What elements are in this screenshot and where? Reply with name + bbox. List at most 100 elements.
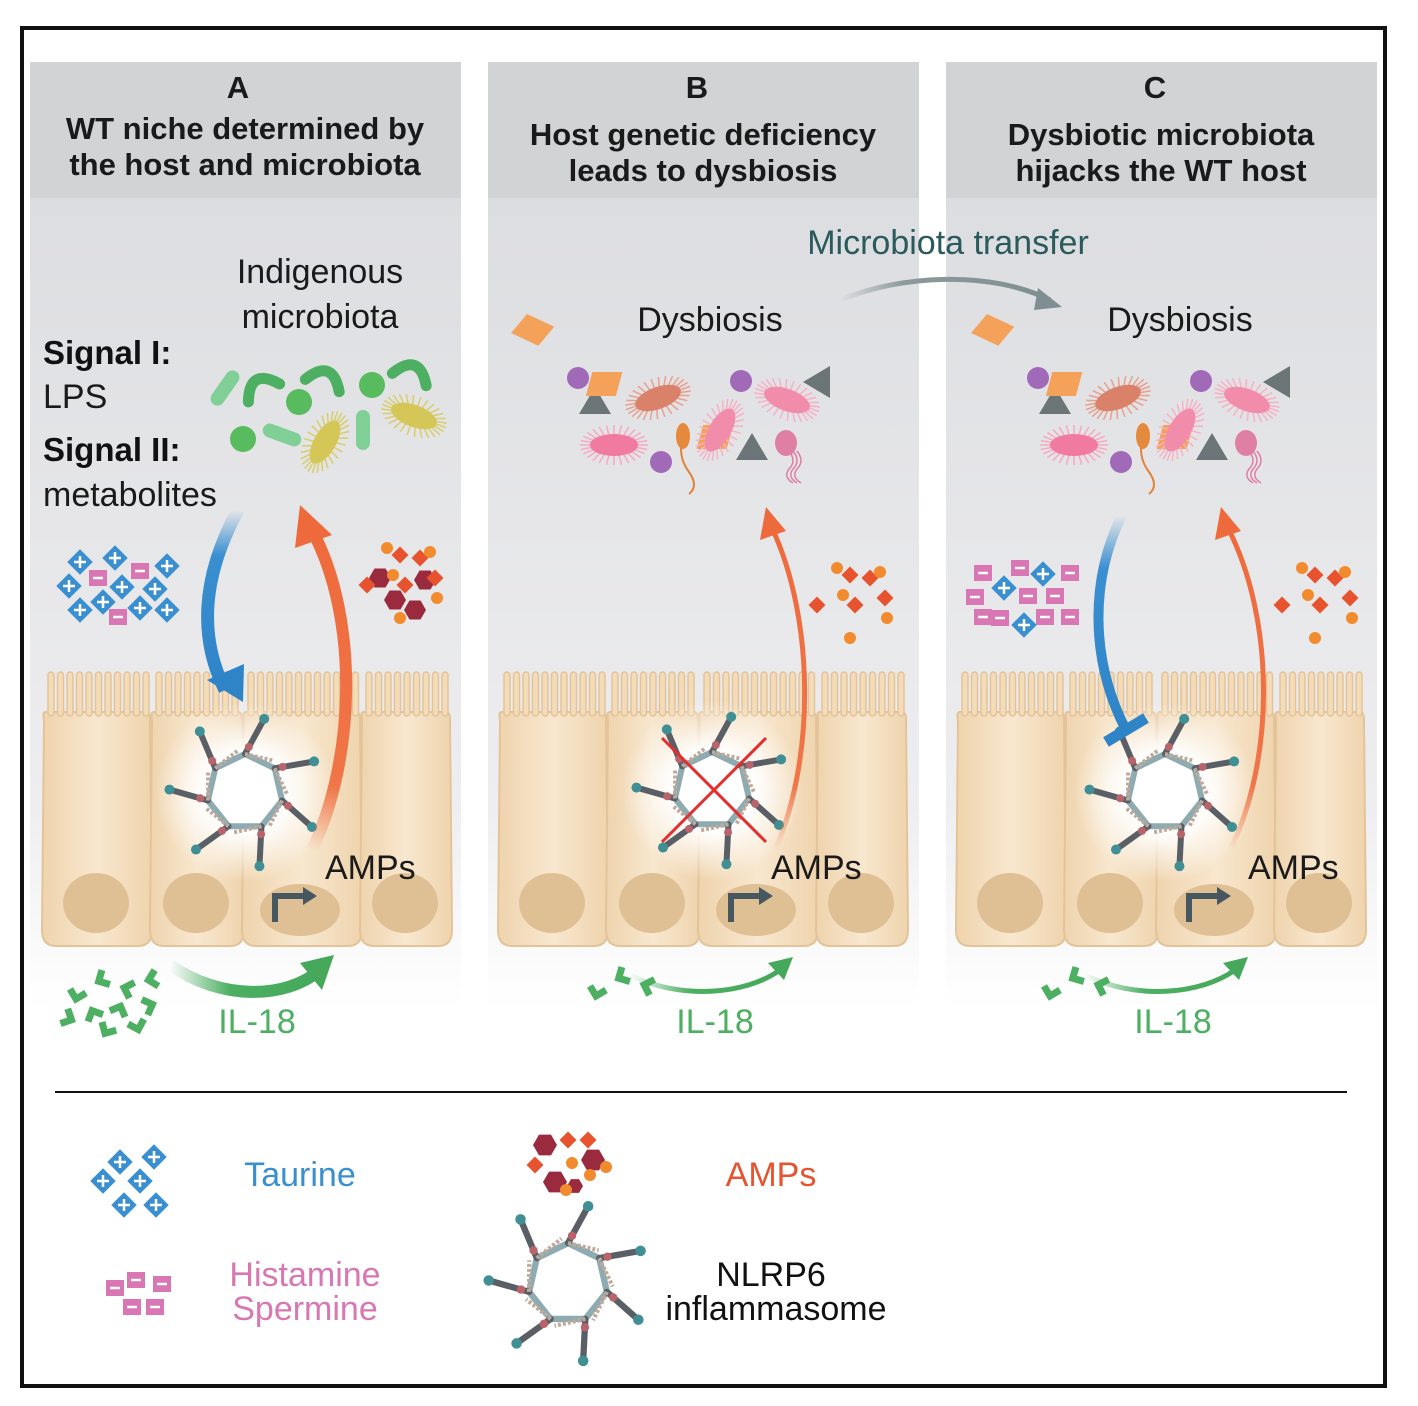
hair — [1138, 394, 1150, 397]
spoke-tail — [739, 765, 757, 795]
hair — [1136, 397, 1148, 402]
spoke-tail — [734, 797, 751, 827]
microvillus — [849, 671, 858, 717]
hair — [1137, 381, 1149, 390]
purple-coccus — [567, 367, 589, 389]
panel-a-title-line1: WT niche determined by — [66, 111, 425, 146]
glow — [155, 702, 335, 882]
hair — [778, 377, 782, 389]
hair — [583, 448, 595, 455]
hair — [733, 407, 744, 416]
microvillus — [560, 671, 568, 717]
hair — [1176, 447, 1179, 460]
hair — [1159, 426, 1170, 431]
microvillus — [313, 671, 322, 717]
triangle-microbe — [736, 433, 768, 460]
hair — [423, 427, 430, 439]
spoke-joint — [751, 799, 760, 808]
microvillus — [658, 671, 667, 717]
hair — [392, 394, 401, 405]
il18-molecule — [639, 976, 657, 997]
hair — [805, 396, 817, 401]
spoke-head — [254, 861, 265, 872]
microvillus — [750, 671, 759, 717]
microvillus — [155, 671, 163, 717]
hair — [304, 438, 315, 443]
plus — [97, 596, 109, 608]
diamond — [411, 549, 429, 567]
flagellated-bacterium — [300, 410, 350, 474]
spoke-joint — [724, 828, 733, 837]
nucleus — [619, 873, 685, 933]
hair — [1047, 450, 1058, 459]
coccus — [286, 389, 312, 415]
hair — [637, 385, 647, 394]
hair — [628, 394, 640, 399]
microvillus — [75, 671, 84, 717]
legend-nlrp6-icon — [483, 1200, 646, 1367]
spoke-head — [1229, 756, 1240, 767]
hair — [307, 431, 317, 438]
legend-amps-label: AMPs — [726, 1156, 817, 1194]
microvillus — [961, 671, 969, 717]
hair — [1244, 379, 1248, 390]
body — [309, 420, 341, 464]
microvillus — [66, 671, 74, 717]
hair — [1217, 399, 1229, 404]
plus — [116, 581, 128, 593]
body — [1050, 434, 1098, 456]
hair — [755, 396, 767, 399]
hair — [1127, 375, 1134, 387]
hair — [1129, 402, 1139, 411]
transcription-arrowhead-icon — [1217, 887, 1231, 905]
flagellated-bacterium — [580, 425, 648, 465]
il18-molecule — [143, 968, 161, 990]
hair — [587, 431, 598, 440]
spoke-head — [577, 1355, 589, 1367]
plus — [148, 1151, 160, 1163]
hair — [730, 429, 741, 434]
indigenous-label: Indigenous — [237, 253, 403, 291]
arrowhead-icon — [207, 664, 244, 702]
microvillus — [1218, 671, 1226, 717]
microvillus — [47, 671, 55, 717]
spoke-tail — [670, 803, 697, 826]
il18-cluster-icon — [1040, 966, 1111, 1001]
plus — [97, 1175, 109, 1187]
tentacle-microbe — [1235, 430, 1262, 484]
hair — [338, 424, 350, 431]
taurine-icon — [109, 574, 135, 600]
hair — [1043, 448, 1055, 455]
hair — [1176, 403, 1181, 415]
dot — [387, 569, 399, 581]
hair — [335, 441, 346, 446]
hair — [605, 425, 610, 436]
hair — [697, 433, 708, 435]
hair — [754, 392, 767, 396]
hair — [416, 396, 422, 407]
flagellated-bacterium — [625, 375, 691, 421]
hexagon — [384, 590, 406, 610]
hair — [1193, 418, 1205, 423]
spoke-head — [661, 724, 672, 735]
triangle-microbe — [1196, 433, 1228, 460]
microvillus — [94, 671, 103, 717]
plus — [161, 560, 173, 572]
indigenous-microbiota — [210, 359, 447, 474]
spoke-head — [1179, 713, 1190, 724]
hair — [765, 378, 774, 389]
hair — [1087, 428, 1096, 438]
dot — [381, 542, 393, 554]
spoke-joint — [218, 826, 227, 835]
histamine-icon — [966, 589, 984, 605]
hair — [711, 449, 715, 461]
microvillus — [887, 671, 896, 717]
hexagon — [581, 1149, 605, 1171]
hair — [1215, 396, 1227, 399]
histamine-icon — [1061, 609, 1079, 625]
hair — [1115, 408, 1119, 419]
hair — [324, 457, 329, 469]
microvillus — [285, 671, 293, 717]
nlrp6-inflammasome-icon — [483, 1200, 646, 1367]
hair — [330, 450, 339, 459]
